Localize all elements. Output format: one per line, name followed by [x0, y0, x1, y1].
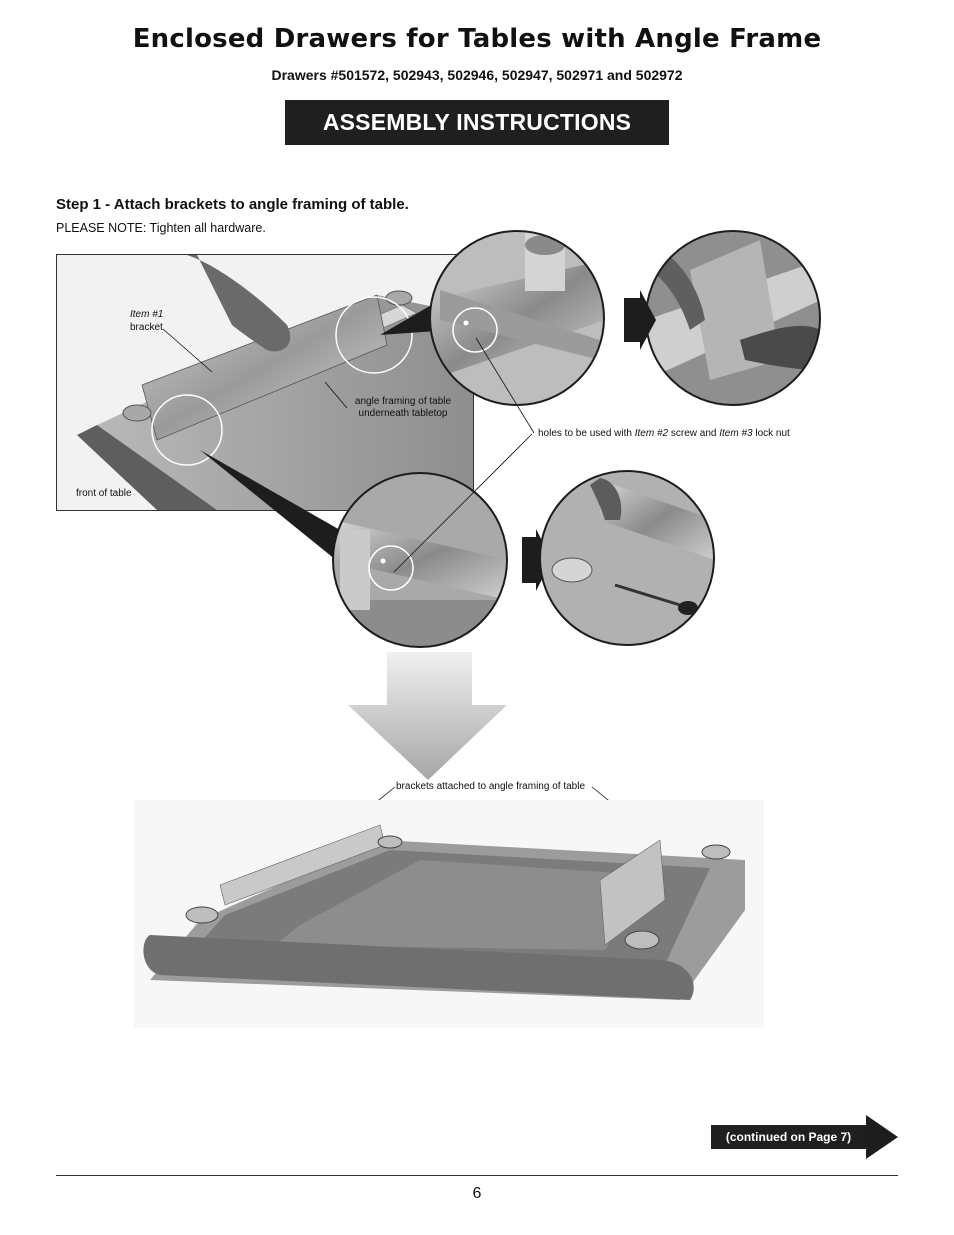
continued-on-page-link[interactable]: (continued on Page 7)	[711, 1125, 866, 1149]
page-title: Enclosed Drawers for Tables with Angle F…	[132, 24, 822, 54]
main-table-photo	[56, 254, 474, 511]
assembly-instructions-banner: ASSEMBLY INSTRUCTIONS	[285, 100, 669, 145]
step-1-heading: Step 1 - Attach brackets to angle framin…	[56, 196, 409, 213]
page-number: 6	[472, 1185, 482, 1202]
zoom-photo-screw-insert	[646, 231, 820, 405]
item-1-label: Item #1	[130, 309, 164, 320]
down-arrow-icon	[348, 652, 507, 780]
zoom-photo-bracket-front	[333, 473, 507, 647]
step-1-note: PLEASE NOTE: Tighten all hardware.	[56, 221, 266, 235]
bracket-label: bracket	[130, 322, 163, 333]
drawer-model-list: Drawers #501572, 502943, 502946, 502947,…	[271, 67, 683, 83]
holes-label: holes to be used with Item #2 screw and …	[538, 428, 790, 439]
zoom-wedge-bottom	[200, 450, 340, 560]
brackets-attached-label: brackets attached to angle framing of ta…	[396, 781, 586, 792]
assembled-table-photo	[134, 800, 764, 1028]
continued-arrow-icon	[866, 1115, 898, 1159]
arrow-right-top	[624, 290, 656, 350]
front-of-table-label: front of table	[76, 488, 132, 499]
zoom-photo-screwdriver	[540, 471, 714, 645]
angle-framing-label: angle framing of table underneath tablet…	[354, 396, 452, 419]
arrow-right-bottom	[522, 529, 552, 591]
footer-divider	[56, 1175, 898, 1176]
zoom-photo-bracket-top	[430, 231, 604, 405]
table-underside-illustration	[57, 255, 473, 510]
